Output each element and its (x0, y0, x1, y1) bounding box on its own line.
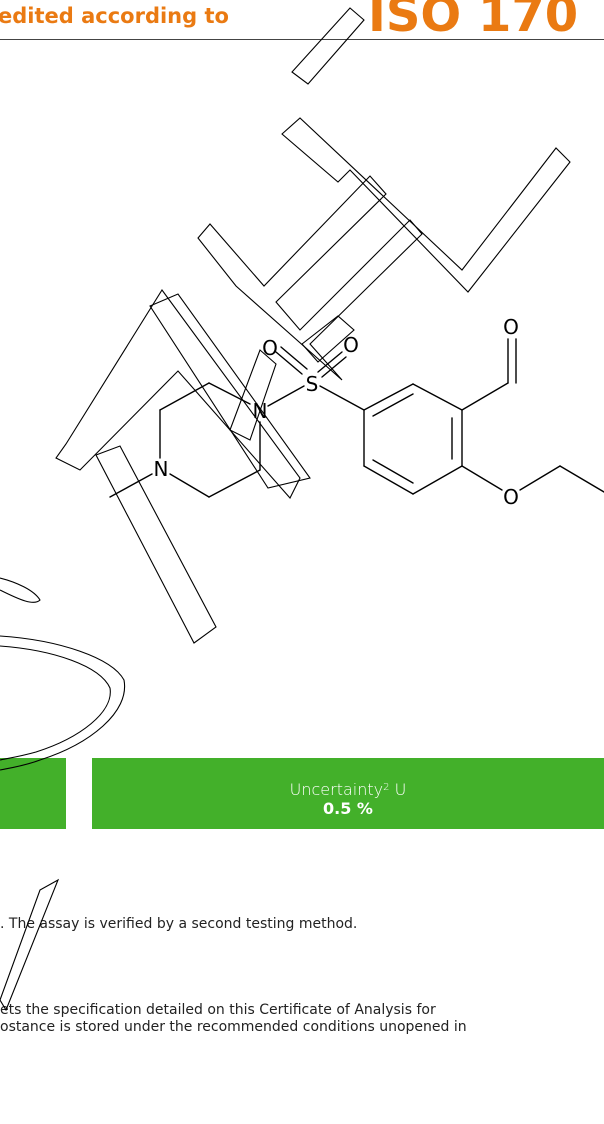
uncertainty-value: 0.5 % (323, 799, 373, 818)
assay-note: . The assay is verified by a second test… (0, 916, 358, 932)
bond-line (519, 465, 561, 491)
paragraph-line: ostance is stored under the recommended … (0, 1019, 467, 1035)
bond-line (363, 465, 414, 495)
uncertainty-label: Uncertainty2 U (92, 781, 604, 799)
atom-label: O (262, 336, 278, 360)
bond-line (461, 382, 509, 411)
chemical-structure: O O S N N O O (109, 315, 604, 509)
uncertainty-symbol: U (394, 780, 407, 799)
bond-line (363, 383, 414, 411)
atom-label: O (343, 333, 359, 357)
bond-line (317, 351, 343, 373)
footnote-marker: 2 (383, 782, 390, 793)
bond-line (109, 473, 153, 498)
bond-line (275, 351, 303, 375)
uncertainty-label-text: Uncertainty (289, 780, 384, 799)
result-cell-left (0, 758, 66, 829)
iso-heading: ISO 170 (368, 0, 579, 43)
bond-line (321, 356, 347, 378)
bond-line (208, 469, 261, 498)
bond-line (559, 465, 604, 493)
accreditation-text: edited according to (0, 4, 229, 28)
bond-line (461, 465, 503, 491)
bond-line (372, 459, 414, 484)
bond-line (412, 383, 463, 411)
bond-line (159, 382, 210, 411)
atom-label: N (154, 457, 169, 481)
bond-line (169, 473, 210, 498)
bond-line (267, 385, 305, 407)
bond-line (280, 346, 308, 370)
atom-label: O (503, 315, 519, 339)
page-header: edited according to ISO 170 (0, 0, 604, 43)
atom-label: S (306, 372, 319, 396)
bond-line (372, 393, 414, 417)
uncertainty-cell: Uncertainty2 U 0.5 % (92, 758, 604, 829)
validity-paragraph: ets the specification detailed on this C… (0, 1002, 604, 1036)
paragraph-line: ets the specification detailed on this C… (0, 1002, 436, 1018)
atom-label: N (253, 399, 268, 423)
bond-line (208, 382, 251, 405)
bond-line (319, 385, 365, 411)
atom-label: O (503, 485, 519, 509)
bond-line (412, 465, 463, 495)
